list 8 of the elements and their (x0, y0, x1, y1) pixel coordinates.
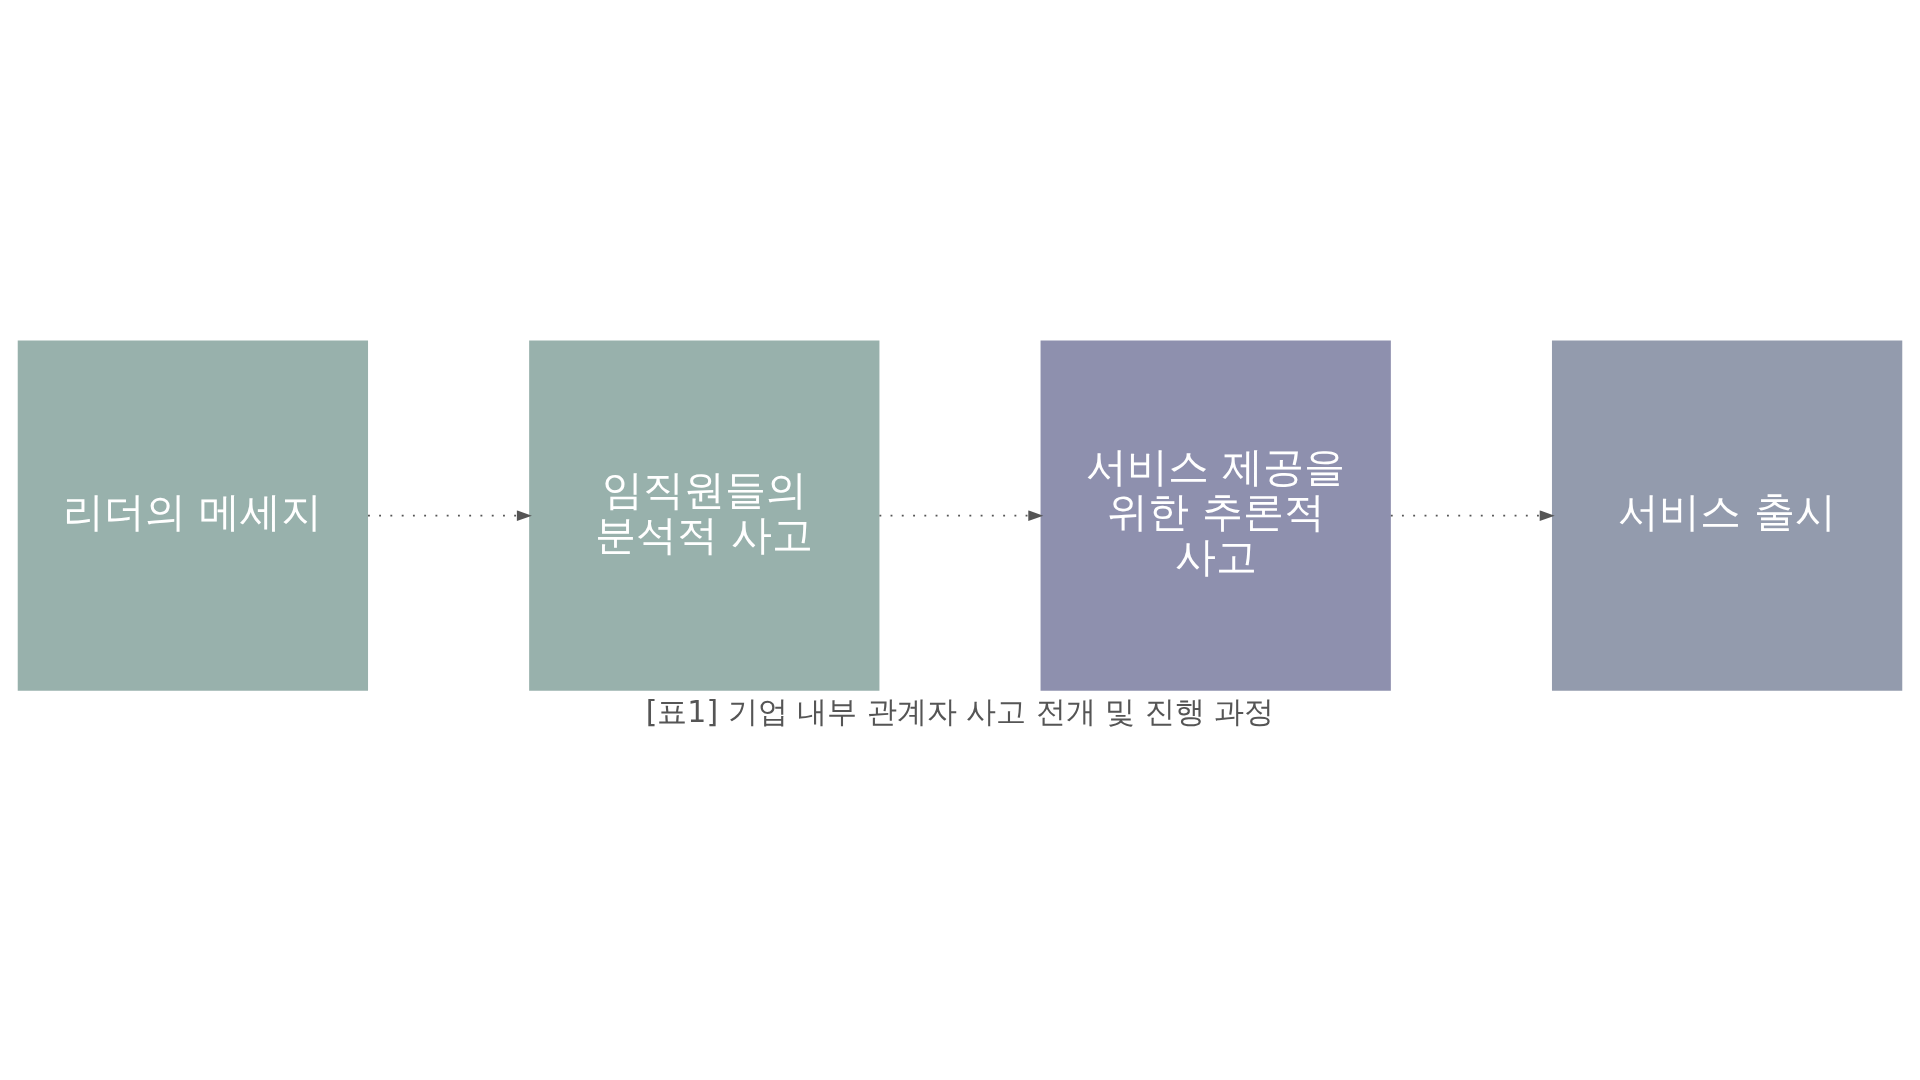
node-box: 서비스 출시 (1551, 340, 1903, 691)
arrow (878, 510, 1044, 521)
caption: [표1] 기업 내부 관계자 사고 전개 및 진행 과정 (645, 694, 1275, 730)
node-box: 서비스 제공을 위한 추론적 사고 (1040, 340, 1391, 691)
arrow (1389, 510, 1555, 521)
node-box: 리더의 메세지 (17, 340, 369, 691)
node-box: 임직원들의 분석적 사고 (529, 340, 880, 691)
arrow (367, 510, 532, 521)
